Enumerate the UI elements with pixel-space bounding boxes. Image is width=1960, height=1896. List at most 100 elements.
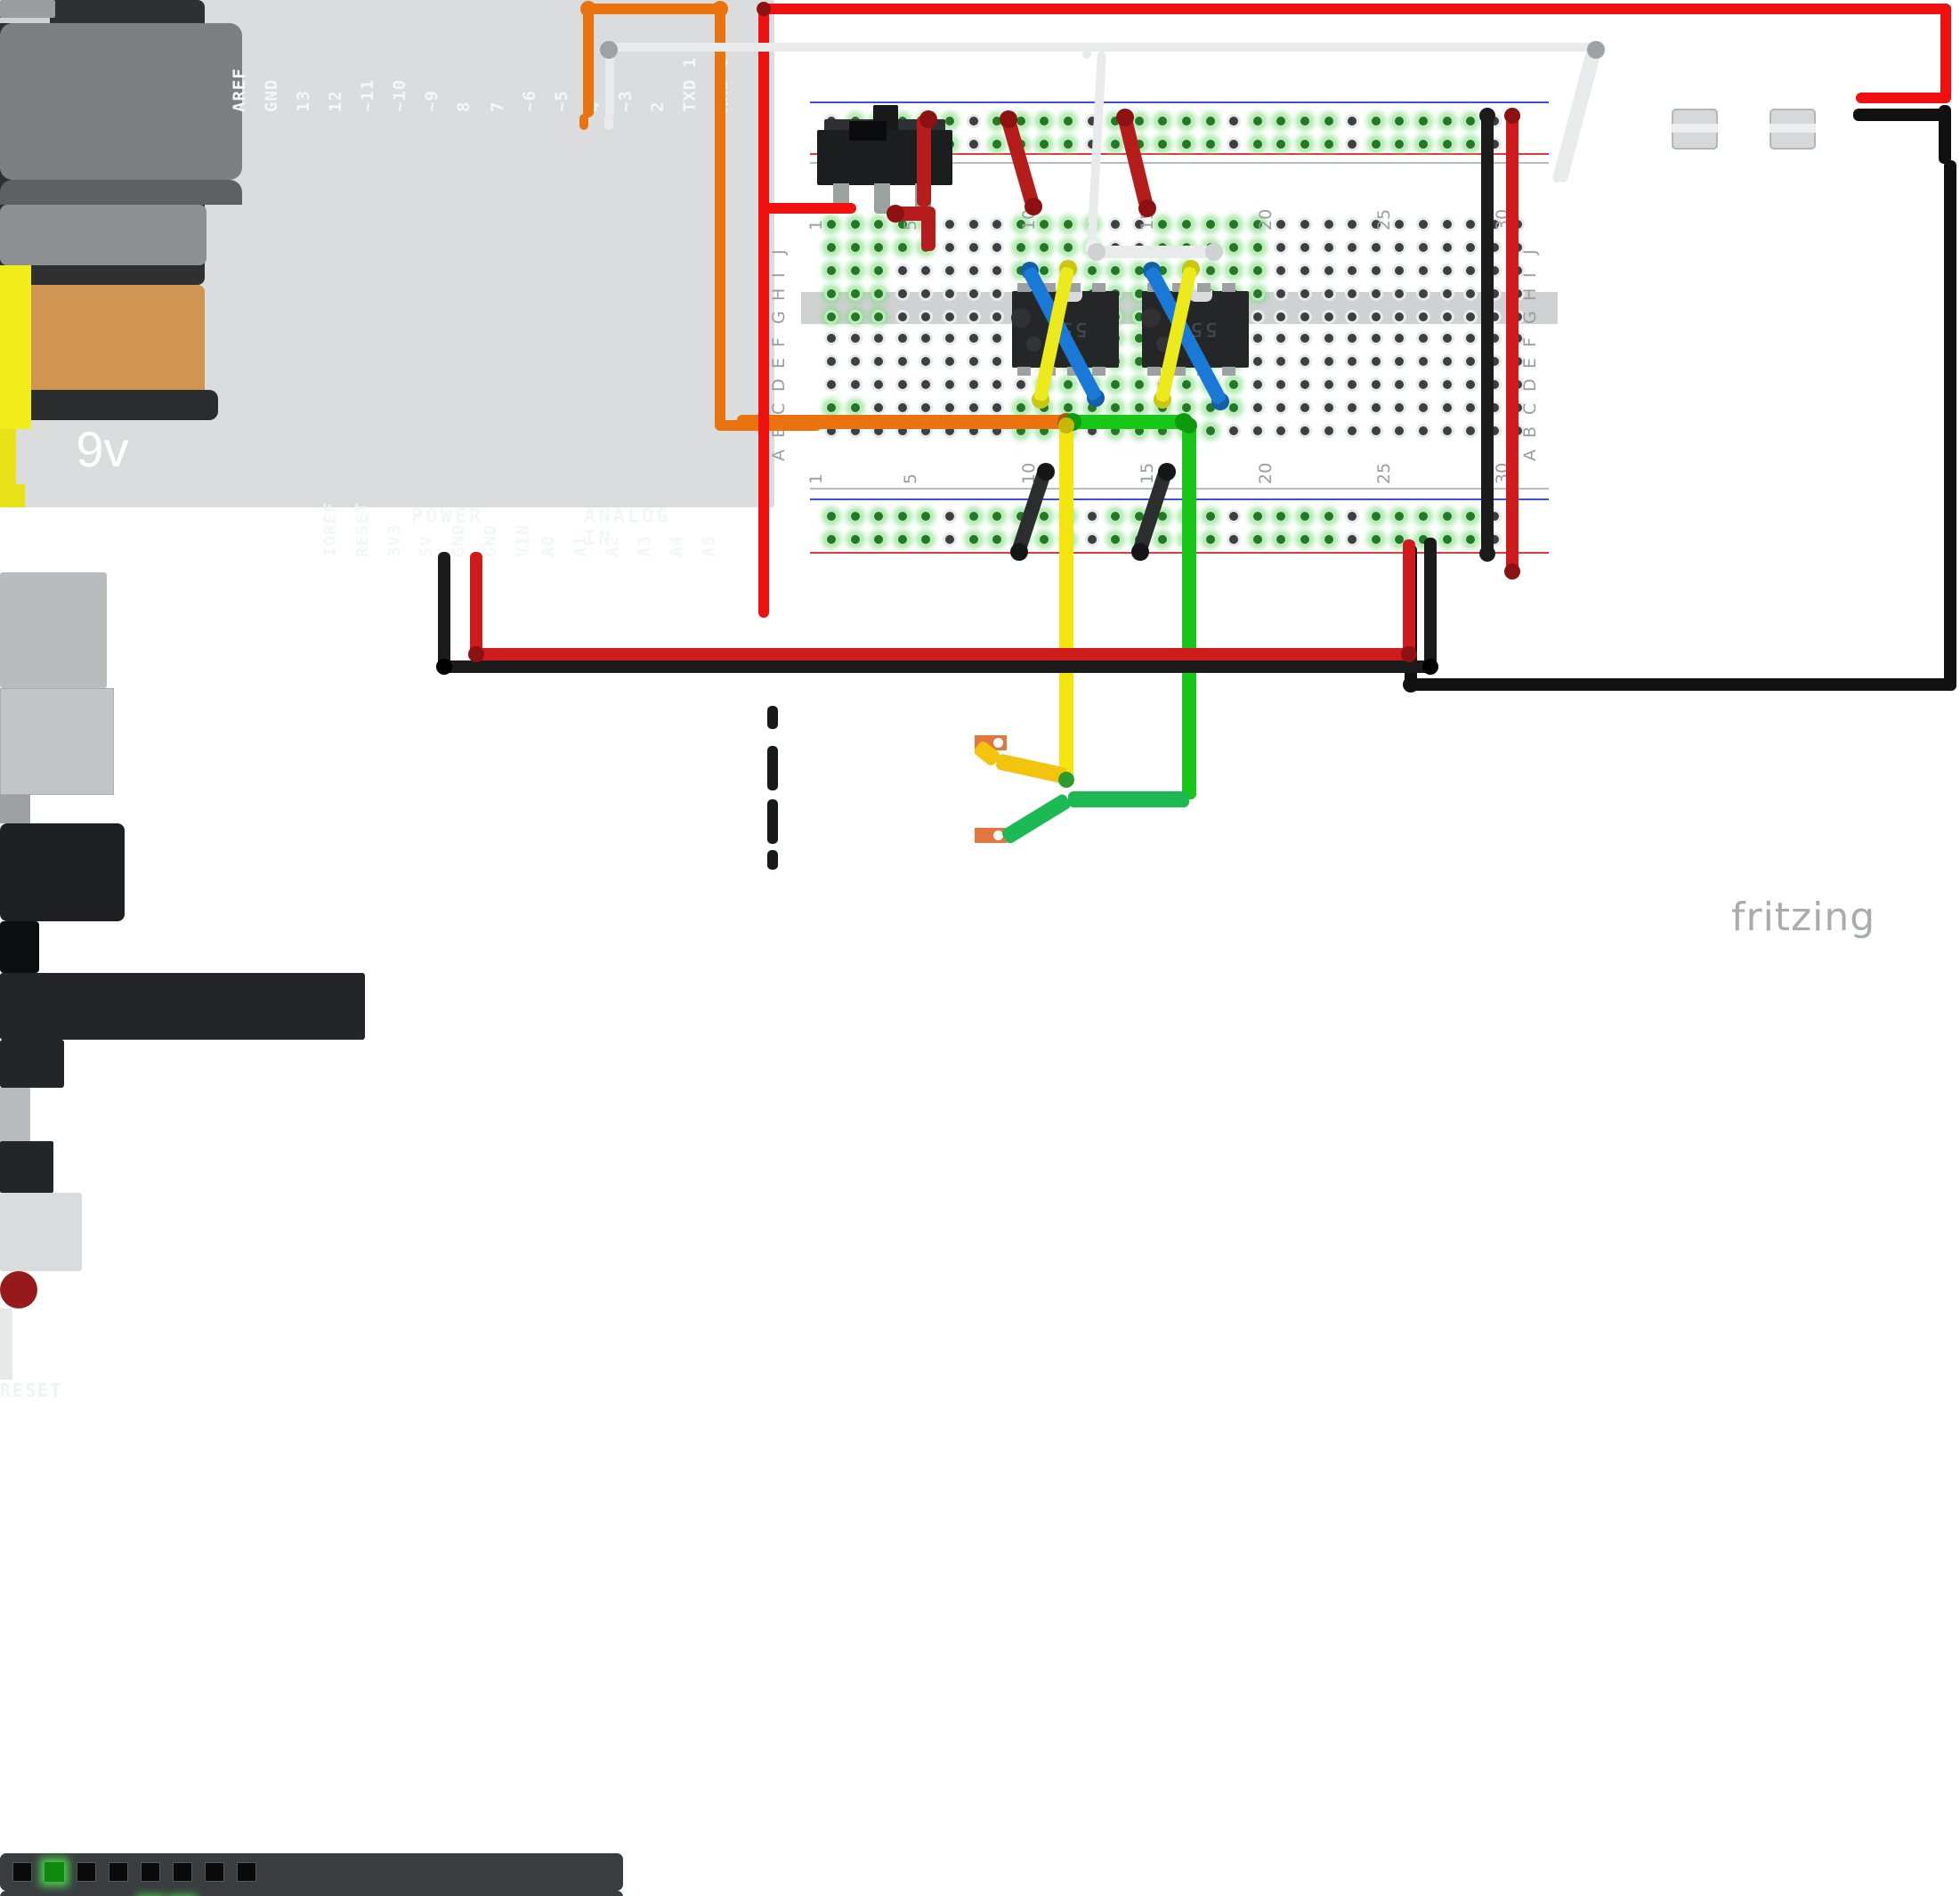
breadboard-hole-row-C-21[interactable] <box>1298 377 1312 392</box>
breadboard-hole-row-B-28[interactable] <box>1463 401 1478 415</box>
breadboard-hole-rail-top-neg-17[interactable] <box>1203 114 1218 128</box>
breadboard-hole-row-H-20[interactable] <box>1274 263 1289 278</box>
breadboard-hole-row-E-7[interactable] <box>966 331 981 345</box>
wire-red-main-to-battery[interactable] <box>1856 93 1951 103</box>
breadboard-hole-rail-top-neg-14[interactable] <box>1131 114 1146 128</box>
breadboard-hole-row-G-8[interactable] <box>990 287 1005 301</box>
breadboard-hole-row-I-2[interactable] <box>847 240 863 255</box>
breadboard-hole-row-G-7[interactable] <box>966 287 981 301</box>
breadboard-hole-row-H-8[interactable] <box>990 263 1005 278</box>
breadboard-hole-row-F-24[interactable] <box>1368 310 1383 324</box>
breadboard-hole-rail-bot-neg-19[interactable] <box>1250 509 1265 523</box>
breadboard-hole-row-H-1[interactable] <box>824 263 838 278</box>
wire-black-battery-bottom[interactable] <box>1405 678 1956 691</box>
breadboard-hole-row-I-19[interactable] <box>1250 240 1265 255</box>
breadboard-hole-row-D-1[interactable] <box>824 354 838 369</box>
breadboard-hole-rail-bot-pos-20[interactable] <box>1274 532 1289 547</box>
wire-red-vin-horizontal[interactable] <box>470 648 1413 660</box>
breadboard-hole-rail-bot-neg-25[interactable] <box>1392 509 1407 523</box>
breadboard-hole-row-I-18[interactable] <box>1227 240 1242 255</box>
breadboard-hole-row-A-21[interactable] <box>1298 424 1312 438</box>
breadboard-hole-rail-bot-neg-18[interactable] <box>1227 509 1242 523</box>
breadboard-hole-rail-top-pos-16[interactable] <box>1179 137 1194 151</box>
breadboard-hole-row-H-2[interactable] <box>847 263 863 278</box>
breadboard-hole-rail-bot-pos-5[interactable] <box>919 532 934 547</box>
breadboard-hole-row-C-20[interactable] <box>1274 377 1289 392</box>
breadboard-hole-row-E-8[interactable] <box>990 331 1005 345</box>
breadboard-hole-row-B-13[interactable] <box>1108 401 1123 415</box>
breadboard-hole-row-F-4[interactable] <box>895 310 910 324</box>
wire-red-main-vertical-left[interactable] <box>758 4 769 618</box>
breadboard-hole-row-D-22[interactable] <box>1321 354 1336 369</box>
breadboard-hole-row-D-28[interactable] <box>1463 354 1478 369</box>
breadboard-hole-row-B-9[interactable] <box>1013 401 1028 415</box>
breadboard-hole-row-G-26[interactable] <box>1416 287 1430 301</box>
breadboard-hole-row-J-28[interactable] <box>1463 217 1478 231</box>
breadboard-hole-row-G-2[interactable] <box>847 287 863 301</box>
breadboard-hole-row-F-3[interactable] <box>871 310 887 324</box>
digital-pin-13[interactable] <box>77 1862 96 1882</box>
breadboard-hole-rail-bot-neg-10[interactable] <box>1037 509 1052 523</box>
wire-red-jumper-3[interactable] <box>1117 114 1154 208</box>
breadboard-hole-rail-bot-neg-8[interactable] <box>990 509 1005 523</box>
breadboard-hole-row-I-22[interactable] <box>1321 240 1336 255</box>
breadboard-hole-row-E-6[interactable] <box>943 331 957 345</box>
breadboard-hole-row-F-1[interactable] <box>824 310 838 324</box>
breadboard-hole-row-C-16[interactable] <box>1179 377 1194 392</box>
digital-header-right[interactable] <box>0 1891 623 1896</box>
breadboard-hole-row-D-27[interactable] <box>1439 354 1454 369</box>
breadboard-hole-rail-top-pos-20[interactable] <box>1274 137 1289 151</box>
breadboard-hole-row-F-2[interactable] <box>847 310 863 324</box>
wire-white-descend-2[interactable] <box>1551 46 1596 184</box>
breadboard-hole-row-A-25[interactable] <box>1392 424 1407 438</box>
wire-white-pin-stub[interactable] <box>604 114 613 130</box>
breadboard-hole-row-J-27[interactable] <box>1439 217 1454 231</box>
breadboard-hole-rail-bot-neg-17[interactable] <box>1203 509 1218 523</box>
breadboard-hole-rail-top-neg-19[interactable] <box>1250 114 1265 128</box>
breadboard-hole-row-J-24[interactable] <box>1368 217 1383 231</box>
breadboard-hole-rail-bot-pos-19[interactable] <box>1250 532 1265 547</box>
breadboard-hole-row-I-10[interactable] <box>1037 240 1052 255</box>
breadboard-hole-row-I-28[interactable] <box>1463 240 1478 255</box>
breadboard-hole-rail-top-neg-11[interactable] <box>1061 114 1075 128</box>
breadboard-hole-row-D-23[interactable] <box>1345 354 1360 369</box>
breadboard-hole-rail-bot-pos-6[interactable] <box>943 532 957 547</box>
reset-button[interactable] <box>0 1193 82 1271</box>
breadboard-hole-row-I-1[interactable] <box>824 240 838 255</box>
breadboard-hole-row-J-21[interactable] <box>1298 217 1312 231</box>
breadboard-hole-rail-top-pos-25[interactable] <box>1392 137 1407 151</box>
breadboard-hole-row-A-22[interactable] <box>1321 424 1336 438</box>
breadboard-hole-row-A-19[interactable] <box>1250 424 1265 438</box>
breadboard-hole-rail-bot-neg-13[interactable] <box>1108 509 1123 523</box>
breadboard-hole-row-B-18[interactable] <box>1227 401 1242 415</box>
wire-black-battery-lead[interactable] <box>1853 109 1948 121</box>
breadboard-hole-rail-top-pos-15[interactable] <box>1155 137 1170 151</box>
breadboard-hole-rail-top-pos-26[interactable] <box>1416 137 1430 151</box>
breadboard-hole-row-I-4[interactable] <box>895 240 910 255</box>
breadboard-hole-row-H-17[interactable] <box>1203 263 1218 278</box>
breadboard-hole-row-G-22[interactable] <box>1321 287 1336 301</box>
breadboard-hole-rail-top-pos-19[interactable] <box>1250 137 1265 151</box>
breadboard-hole-rail-bot-pos-1[interactable] <box>824 532 838 547</box>
breadboard-hole-row-B-20[interactable] <box>1274 401 1289 415</box>
breadboard-hole-rail-top-neg-20[interactable] <box>1274 114 1289 128</box>
breadboard-hole-row-I-27[interactable] <box>1439 240 1454 255</box>
digital-pin-GND[interactable] <box>45 1862 64 1882</box>
breadboard-hole-rail-bot-neg-23[interactable] <box>1345 509 1360 523</box>
breadboard-hole-rail-top-pos-11[interactable] <box>1061 137 1075 151</box>
breadboard-hole-row-B-6[interactable] <box>943 401 957 415</box>
breadboard-hole-row-F-19[interactable] <box>1250 310 1265 324</box>
breadboard-hole-rail-top-neg-15[interactable] <box>1155 114 1170 128</box>
breadboard-hole-row-G-3[interactable] <box>871 287 887 301</box>
breadboard-hole-row-C-24[interactable] <box>1368 377 1383 392</box>
breadboard-hole-rail-bot-pos-28[interactable] <box>1463 532 1478 547</box>
breadboard-hole-row-D-4[interactable] <box>895 354 910 369</box>
breadboard-hole-row-B-19[interactable] <box>1250 401 1265 415</box>
wire-yellow-motor-vertical[interactable] <box>1059 425 1073 782</box>
breadboard-hole-rail-top-neg-25[interactable] <box>1392 114 1407 128</box>
breadboard-hole-row-F-28[interactable] <box>1463 310 1478 324</box>
breadboard-hole-row-B-14[interactable] <box>1131 401 1146 415</box>
breadboard-hole-row-D-20[interactable] <box>1274 354 1289 369</box>
breadboard-hole-row-C-7[interactable] <box>966 377 981 392</box>
breadboard-hole-row-H-7[interactable] <box>966 263 981 278</box>
